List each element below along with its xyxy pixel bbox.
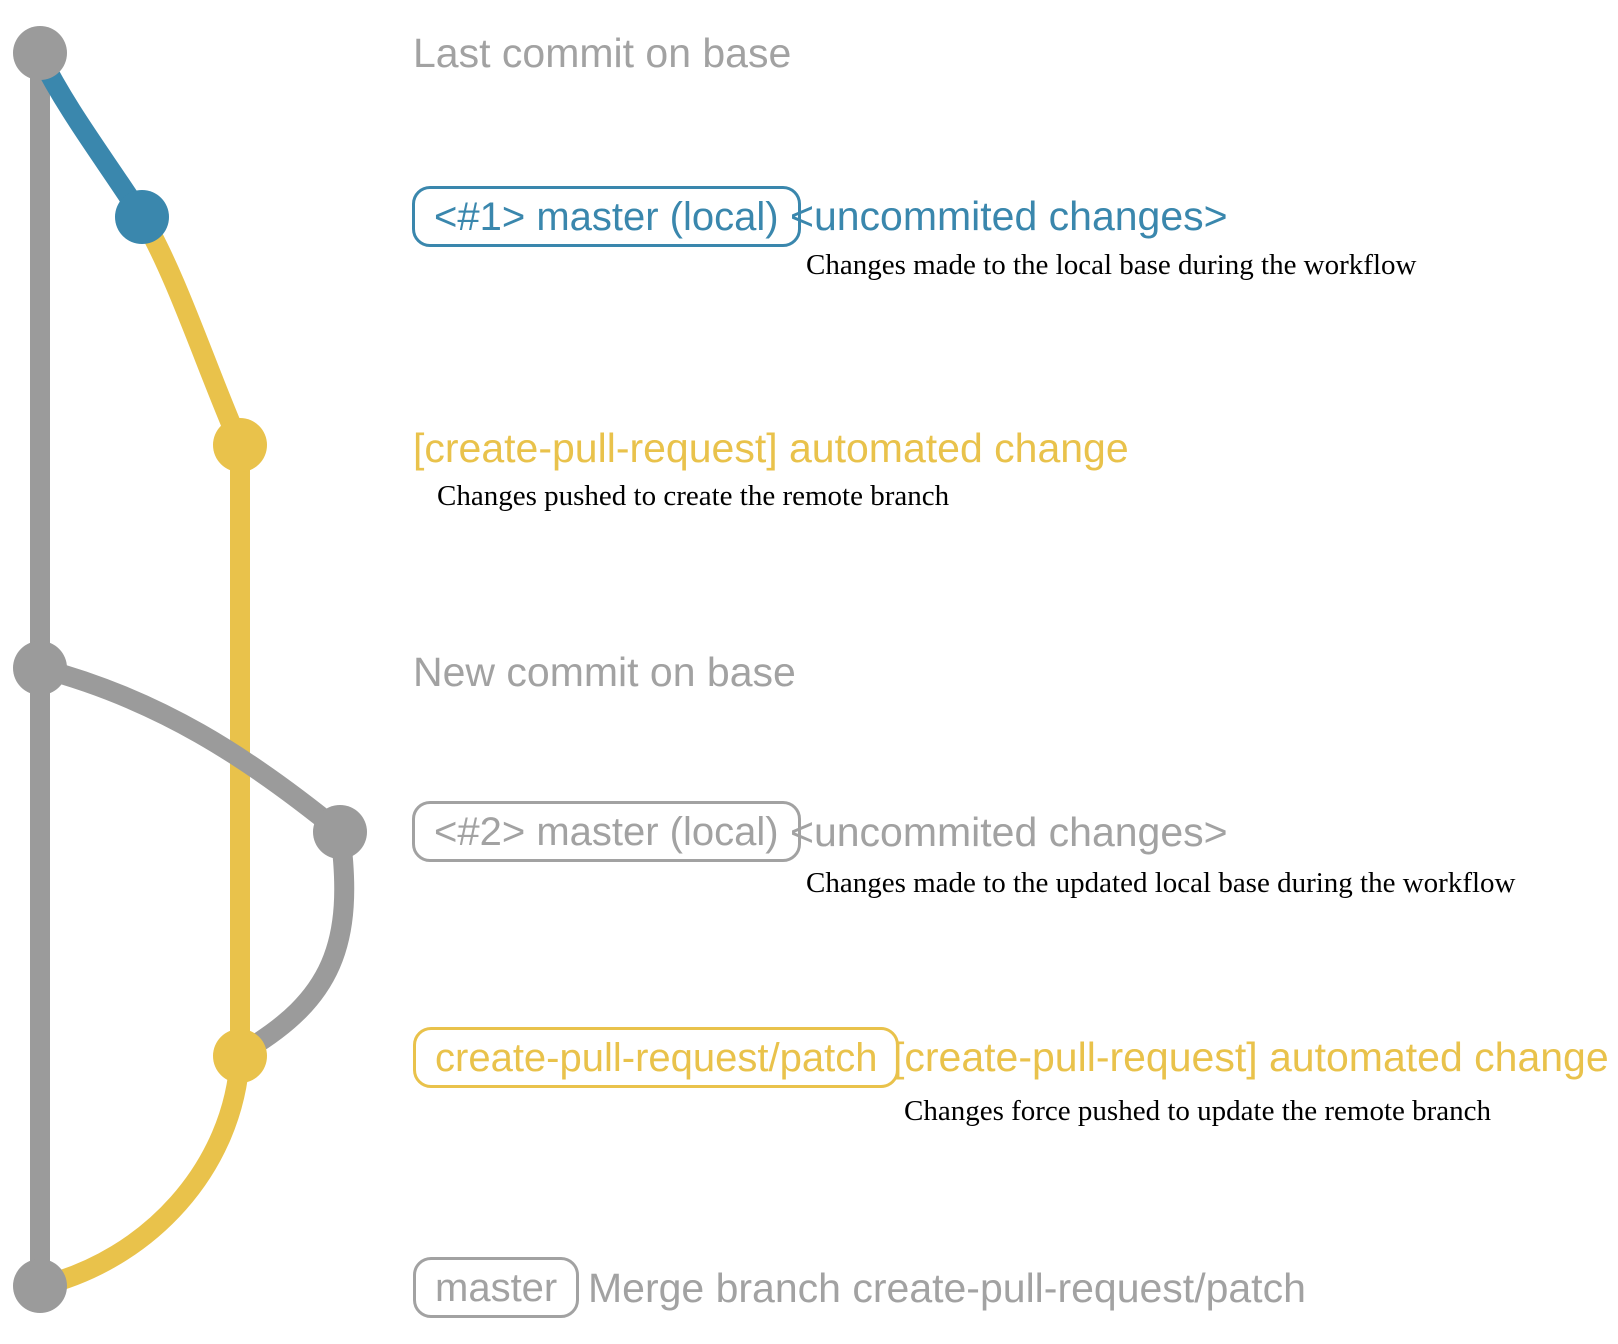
commit-dot-new-base [13,641,67,695]
annotation-uncommited-changes-2: <uncommited changes> [790,809,1228,855]
commit-dot-local-2 [313,805,367,859]
description-local-1: Changes made to the local base during th… [806,249,1417,281]
badge-master-local-2: <#2> master (local) [412,801,801,862]
commit-dot-patch-2 [213,1029,267,1083]
commit-dot-merge [13,1259,67,1313]
label-merge-message: Merge branch create-pull-request/patch [588,1265,1306,1311]
local-branch-out-curve [30,46,152,227]
label-automated-change-2: [create-pull-request] automated change [893,1034,1609,1080]
patch-branch-out-curve [132,207,250,455]
description-patch-2: Changes force pushed to update the remot… [904,1095,1492,1127]
label-last-commit-on-base: Last commit on base [413,30,792,76]
force-push-curve [233,822,355,1062]
description-local-2: Changes made to the updated local base d… [806,867,1516,899]
annotation-uncommited-changes-1: <uncommited changes> [790,193,1228,239]
merge-curve [31,1046,250,1296]
label-automated-change-1: [create-pull-request] automated change [413,425,1129,471]
badge-create-pull-request-patch: create-pull-request/patch [413,1027,900,1088]
commit-dot-local-1 [115,190,169,244]
label-new-commit-on-base: New commit on base [413,649,796,695]
commit-dot-last-base [13,26,67,80]
commit-dot-patch-1 [213,418,267,472]
rebase-curve [30,658,350,842]
description-patch-1: Changes pushed to create the remote bran… [437,480,950,512]
badge-master-local-1: <#1> master (local) [412,186,801,247]
badge-master: master [413,1257,580,1318]
